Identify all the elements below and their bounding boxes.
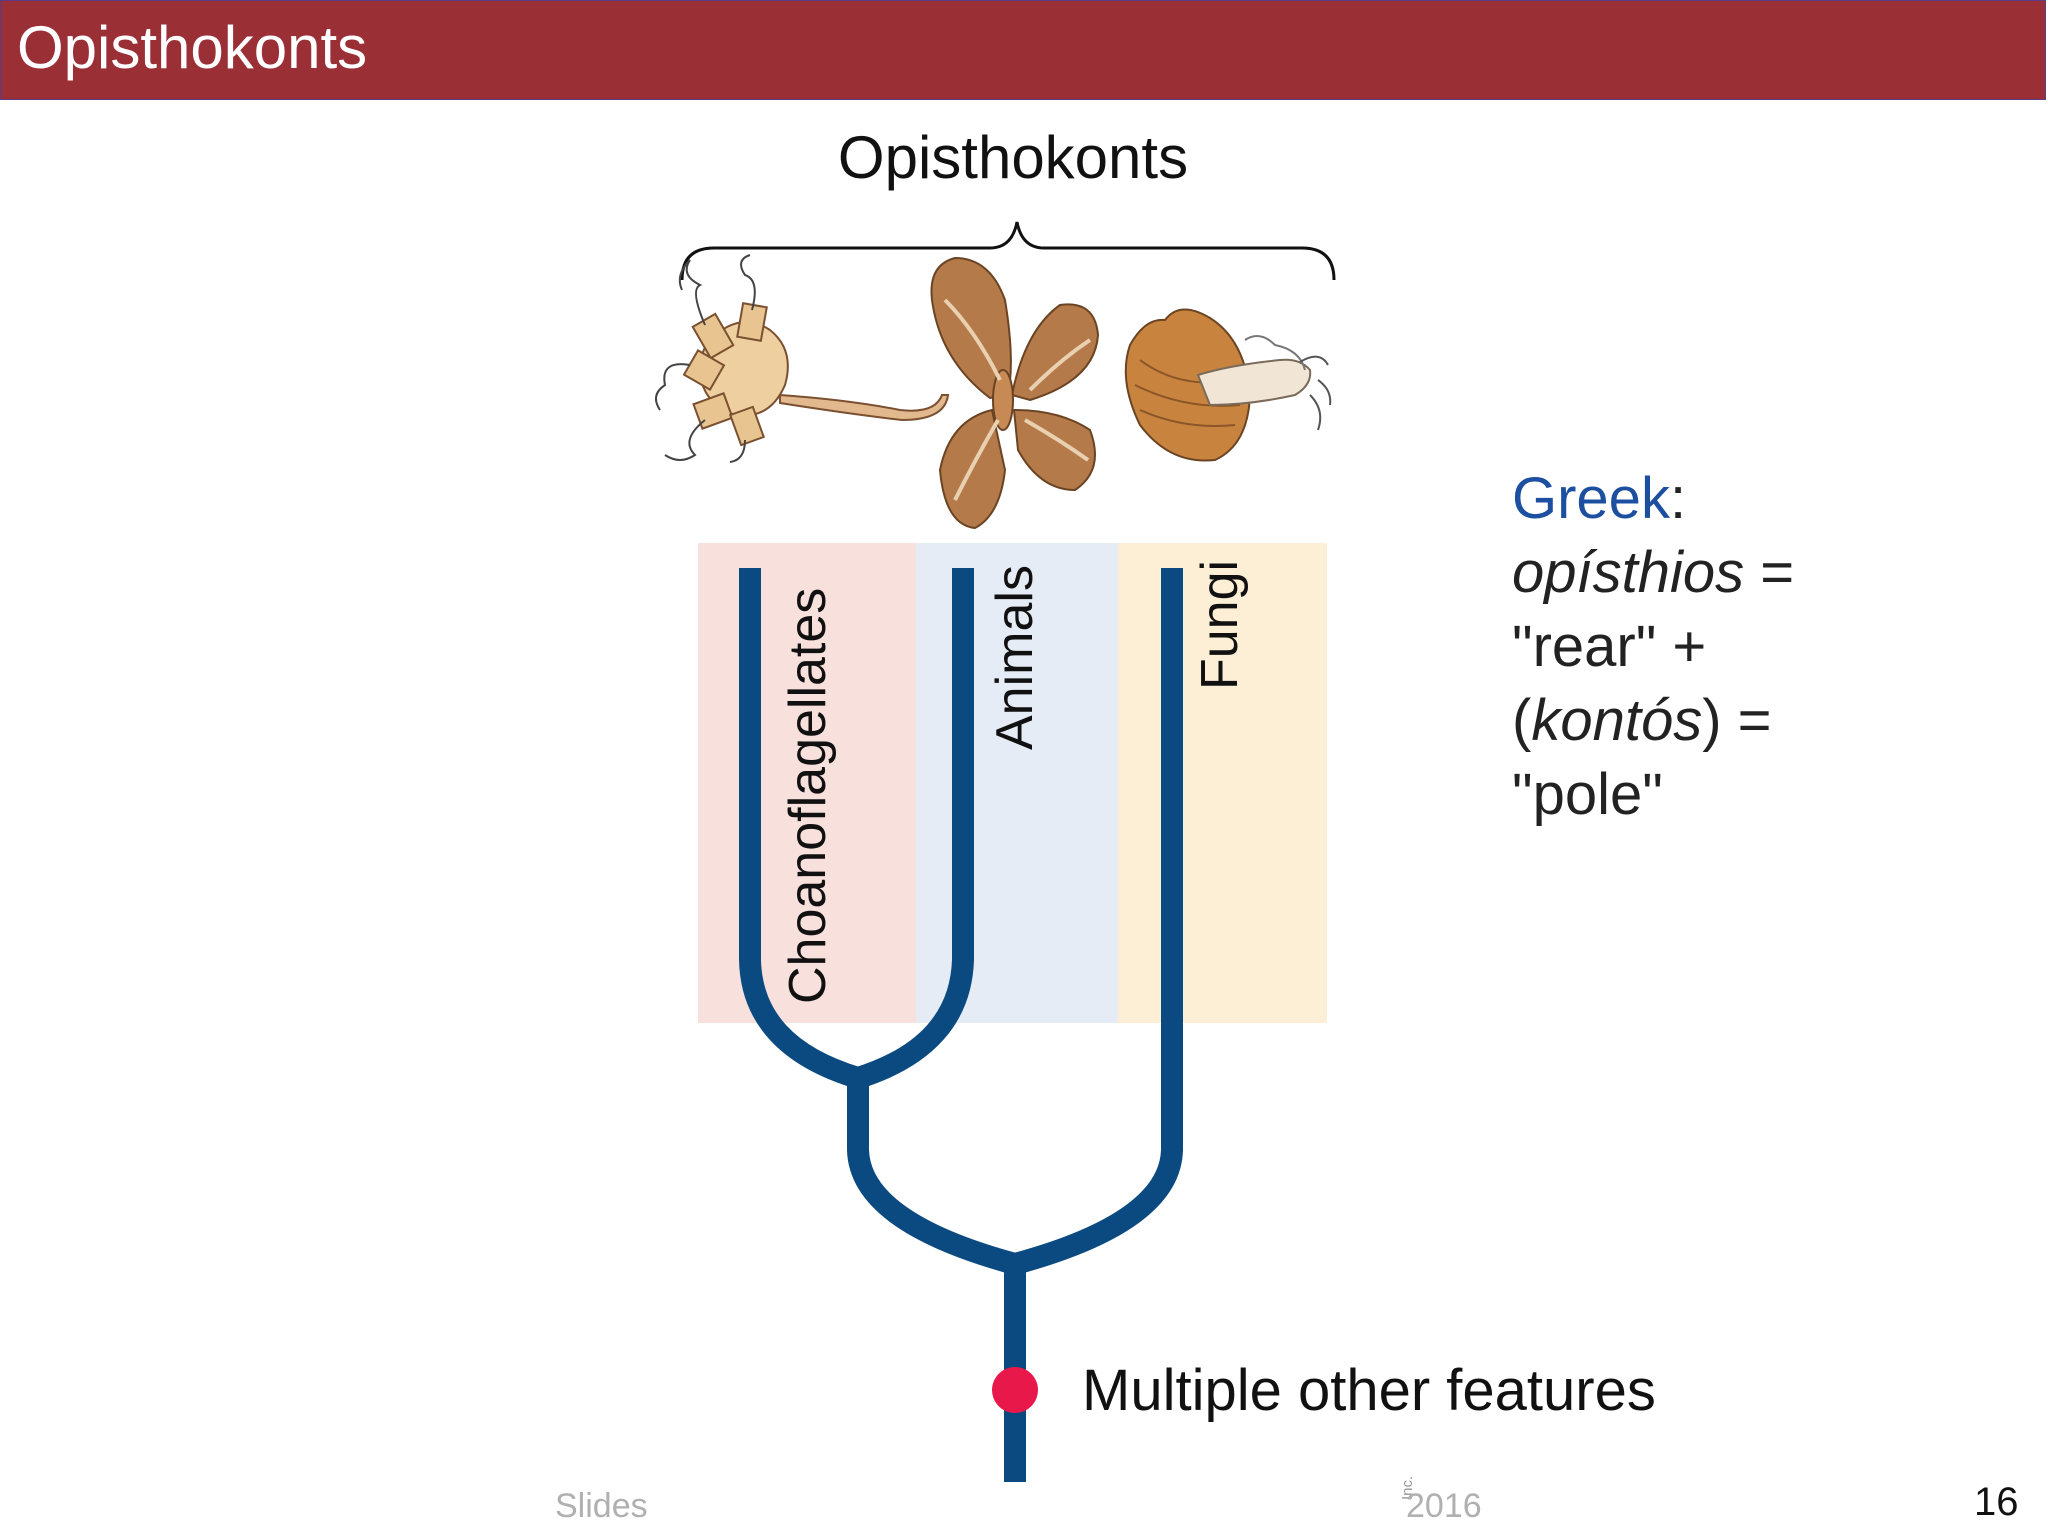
slide-title: Opisthokonts [17, 14, 368, 81]
group-bracket [680, 221, 1336, 281]
choanoflagellates-band [698, 543, 916, 1023]
group-label: Opisthokonts [838, 124, 1188, 191]
choanoflagellate-illustration-icon [655, 254, 950, 463]
greek-line-4: (kontós) = [1512, 684, 1794, 758]
footer-year-text: 2016 [1406, 1487, 1482, 1525]
page-number: 16 [1974, 1480, 2019, 1524]
footer-slides-text: Slides [555, 1487, 648, 1525]
greek-term-opisthios: opísthios [1512, 540, 1745, 605]
animals-band [916, 543, 1118, 1023]
greek-paren-open: ( [1512, 688, 1532, 753]
mushroom-illustration-icon [1124, 308, 1332, 462]
moth-illustration-icon [930, 256, 1100, 530]
greek-line-2: opísthios = [1512, 536, 1794, 610]
feature-label: Multiple other features [1082, 1358, 1656, 1423]
greek-etymology: Greek: opísthios = "rear" + (kontós) = "… [1512, 462, 1794, 832]
greek-term-kontos: kontós [1531, 688, 1703, 753]
greek-line-1: Greek: [1512, 462, 1794, 536]
greek-colon: : [1669, 466, 1687, 531]
clade-label-animals: Animals [986, 565, 1044, 750]
greek-eq-1: = [1744, 540, 1795, 605]
title-bar: Opisthokonts [0, 0, 2046, 100]
greek-paren-close: ) = [1702, 688, 1772, 753]
feature-dot-icon [992, 1367, 1038, 1413]
fungi-band [1118, 543, 1327, 1023]
greek-meaning-pole: "pole" [1512, 762, 1663, 827]
clade-label-choanoflagellates: Choanoflagellates [779, 588, 837, 1004]
clade-label-fungi: Fungi [1191, 560, 1249, 690]
greek-label: Greek [1512, 466, 1670, 531]
greek-meaning-rear: "rear" + [1512, 614, 1707, 679]
